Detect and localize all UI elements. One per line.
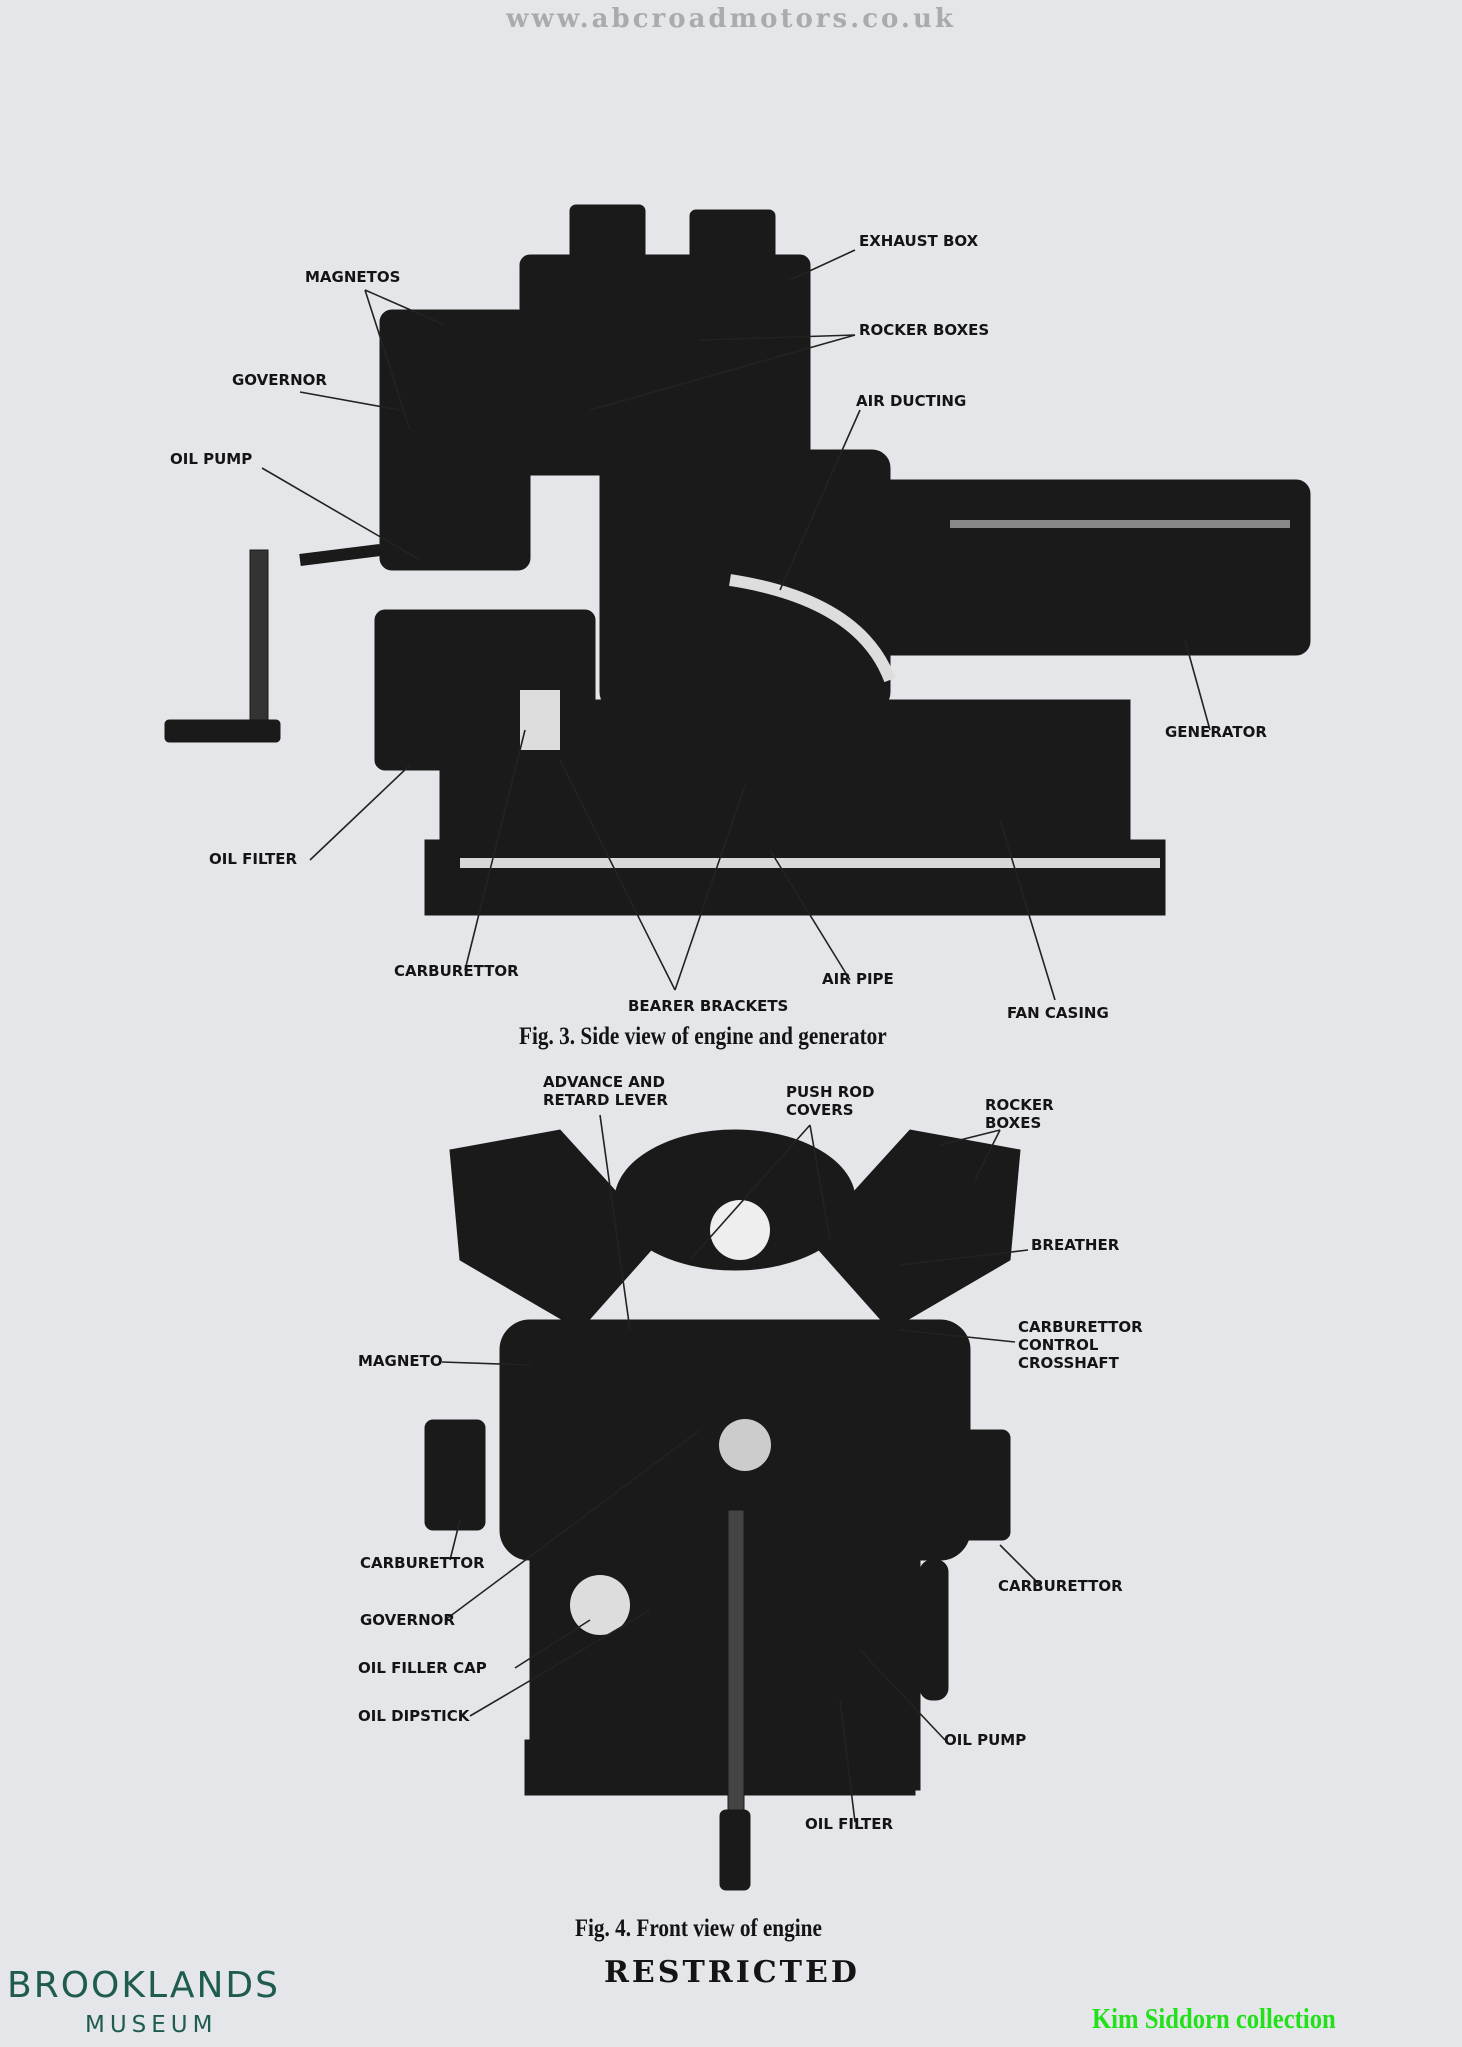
label-governor-4: GOVERNOR bbox=[360, 1611, 455, 1629]
fig3-caption: Fig. 3. Side view of engine and generato… bbox=[519, 1023, 887, 1050]
label-rocker-boxes: ROCKER BOXES bbox=[859, 321, 990, 339]
fig4-engine-image bbox=[424, 1129, 1021, 1891]
label-push-rod-2: COVERS bbox=[786, 1101, 854, 1119]
label-oil-filter-4: OIL FILTER bbox=[805, 1815, 894, 1833]
label-rocker-2: BOXES bbox=[985, 1114, 1042, 1132]
label-oil-filler-cap: OIL FILLER CAP bbox=[358, 1659, 487, 1677]
label-fan-casing: FAN CASING bbox=[1007, 1004, 1109, 1022]
label-breather: BREATHER bbox=[1031, 1236, 1120, 1254]
label-carburettor: CARBURETTOR bbox=[394, 962, 519, 980]
restricted-stamp: RESTRICTED bbox=[604, 1955, 860, 1990]
label-push-rod-1: PUSH ROD bbox=[786, 1083, 875, 1101]
brooklands-logo-line2: MUSEUM bbox=[85, 2012, 218, 2038]
label-oil-filter: OIL FILTER bbox=[209, 850, 298, 868]
fig4-caption: Fig. 4. Front view of engine bbox=[575, 1915, 822, 1942]
brooklands-logo-line1: BROOKLANDS bbox=[7, 1965, 281, 2006]
fig4-leader-lines bbox=[441, 1114, 1041, 1823]
label-air-ducting: AIR DUCTING bbox=[856, 392, 967, 410]
label-oil-pump-4: OIL PUMP bbox=[944, 1731, 1027, 1749]
label-advance-2: RETARD LEVER bbox=[543, 1091, 668, 1109]
label-magneto: MAGNETO bbox=[358, 1352, 443, 1370]
label-governor: GOVERNOR bbox=[232, 371, 327, 389]
label-cc-2: CONTROL bbox=[1018, 1336, 1099, 1354]
label-advance-1: ADVANCE AND bbox=[543, 1073, 665, 1091]
collection-credit: Kim Siddorn collection bbox=[1092, 2003, 1336, 2035]
label-exhaust-box: EXHAUST BOX bbox=[859, 232, 979, 250]
label-magnetos: MAGNETOS bbox=[305, 268, 401, 286]
label-air-pipe: AIR PIPE bbox=[822, 970, 894, 988]
fig3-engine-image bbox=[164, 204, 1311, 916]
label-cc-1: CARBURETTOR bbox=[1018, 1318, 1143, 1336]
fig3-leader-lines bbox=[261, 249, 1211, 1001]
label-carburettor-right: CARBURETTOR bbox=[998, 1577, 1123, 1595]
label-carburettor-left: CARBURETTOR bbox=[360, 1554, 485, 1572]
label-rocker-1: ROCKER bbox=[985, 1096, 1054, 1114]
label-oil-pump: OIL PUMP bbox=[170, 450, 253, 468]
label-cc-3: CROSSHAFT bbox=[1018, 1354, 1119, 1372]
label-oil-dipstick: OIL DIPSTICK bbox=[358, 1707, 470, 1725]
watermark: www.abcroadmotors.co.uk bbox=[506, 4, 956, 34]
label-bearer-brackets: BEARER BRACKETS bbox=[628, 997, 789, 1015]
label-generator: GENERATOR bbox=[1165, 723, 1267, 741]
